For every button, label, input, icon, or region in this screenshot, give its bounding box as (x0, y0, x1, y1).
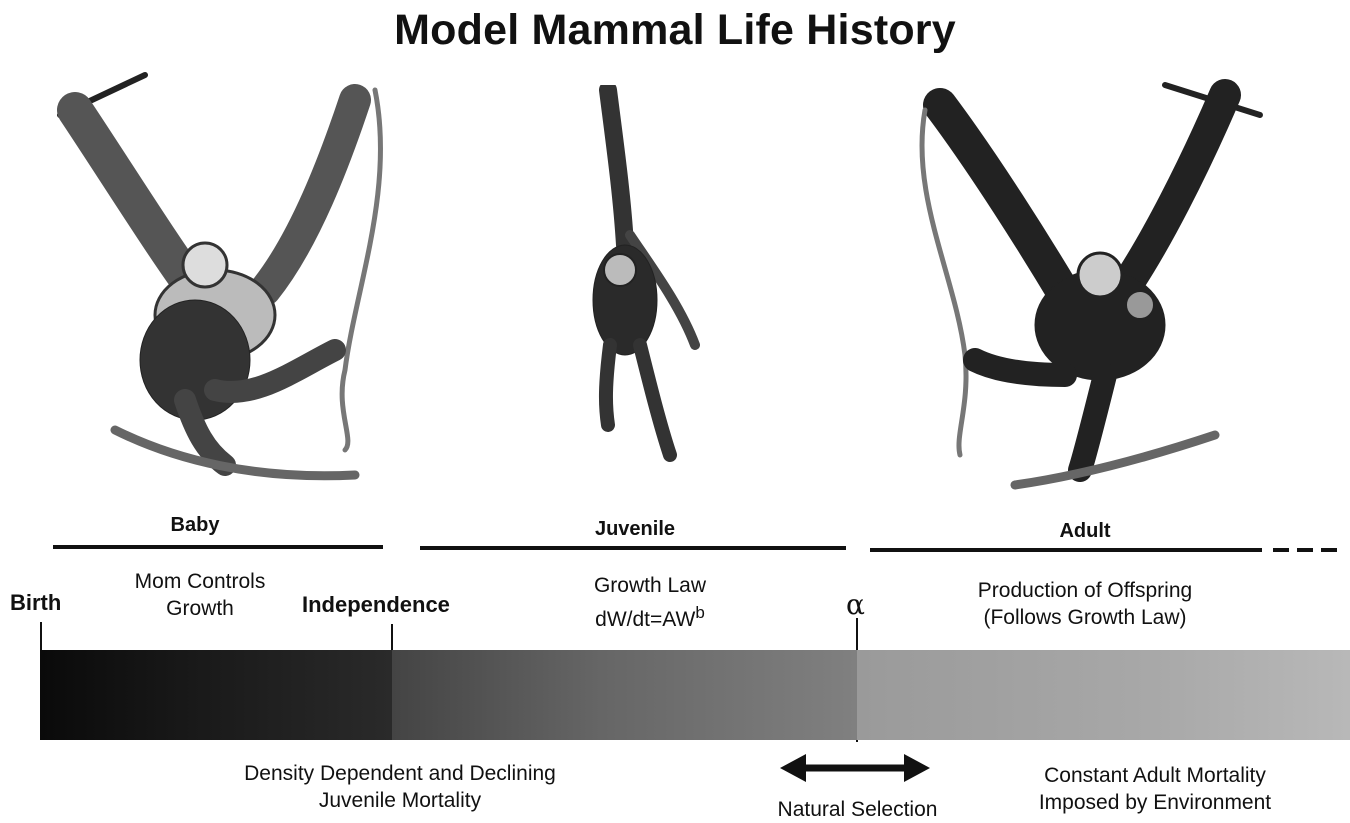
growth-law-equation: dW/dt=AWb (530, 599, 770, 633)
timeline-bar-adult-segment (857, 650, 1350, 740)
stage-label-juvenile: Juvenile (560, 518, 710, 541)
diagram-title: Model Mammal Life History (0, 6, 1350, 55)
juvenile-stage-line (420, 546, 846, 550)
stage-label-adult: Adult (1010, 520, 1160, 543)
adult-stage-line (870, 548, 1262, 552)
birth-marker-label: Birth (10, 590, 61, 616)
baby-phase-description: Mom Controls Growth (80, 568, 320, 622)
mother-with-baby-orangutan-illustration (55, 70, 405, 495)
natural-selection-label: Natural Selection (745, 796, 970, 823)
adult-stage-dash (1321, 548, 1337, 552)
juvenile-orangutan-illustration (580, 85, 710, 475)
adult-stage-dash (1297, 548, 1313, 552)
double-arrow-icon (780, 752, 930, 784)
alpha-marker-label: α (846, 588, 865, 621)
baby-stage-line (53, 545, 383, 549)
juvenile-mortality-description: Density Dependent and Declining Juvenile… (160, 760, 640, 814)
adult-phase-description: Production of Offspring (Follows Growth … (915, 577, 1255, 631)
independence-marker-label: Independence (302, 592, 450, 618)
adult-orangutan-with-baby-illustration (915, 75, 1265, 500)
timeline-bar-juvenile-segment (392, 650, 857, 740)
adult-stage-dash (1273, 548, 1289, 552)
juvenile-phase-description: Growth Law dW/dt=AWb (530, 572, 770, 633)
stage-label-baby: Baby (120, 514, 270, 537)
birth-tick (40, 622, 42, 650)
adult-mortality-description: Constant Adult Mortality Imposed by Envi… (990, 762, 1320, 816)
timeline-bar-baby-segment (40, 650, 392, 740)
